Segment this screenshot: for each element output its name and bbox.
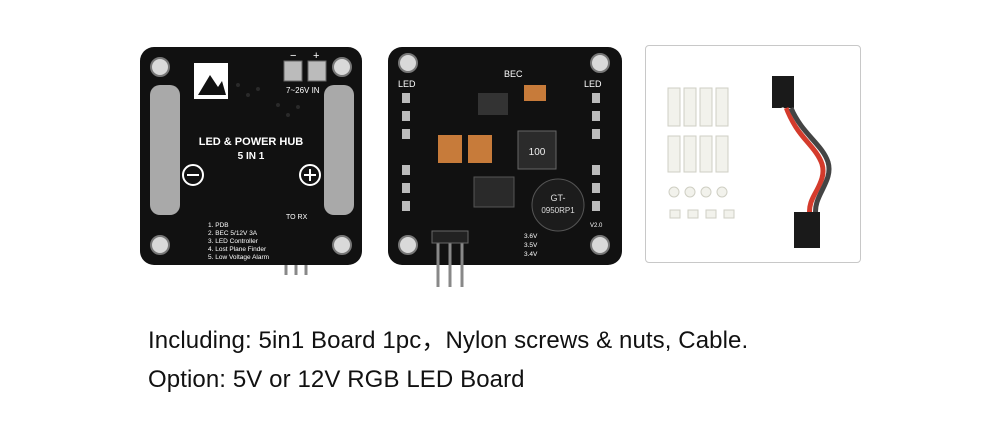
power-hub-back-illustration: − + 7~26V IN LED & POWER HUB 5 IN 1 TO R…: [140, 47, 362, 293]
voltage-option: 3.5V: [524, 242, 538, 249]
minus-mark: −: [290, 50, 296, 62]
version-label: V2.0: [590, 223, 603, 229]
led-left-label: LED: [398, 79, 416, 89]
capacitor: [524, 85, 546, 101]
feature-item: 4. Lost Plane Finder: [208, 246, 267, 253]
buzzer-text: GT-: [551, 193, 566, 203]
feature-item: 5. Low Voltage Alarm: [208, 254, 269, 261]
caption-option: Option: 5V or 12V RGB LED Board: [148, 366, 525, 393]
voltage-options: 3.6V 3.5V 3.4V: [524, 233, 538, 258]
power-hub-front-photo: LED LED BEC 100 GT- 0950RP1 V2.0 3.6V 3.…: [386, 45, 624, 295]
to-rx-label: TO RX: [286, 214, 308, 221]
voltage-option: 3.4V: [524, 251, 538, 258]
battery-pad-left: [150, 85, 180, 215]
feature-item: 2. BEC 5/12V 3A: [208, 230, 258, 237]
header-pins: [284, 265, 308, 293]
battery-pad-right: [324, 85, 354, 215]
inductor: [517, 130, 557, 170]
nylon-screws: [669, 209, 735, 219]
plus-mark: +: [313, 50, 319, 62]
capacitor: [468, 135, 492, 163]
brand-logo-icon: [194, 63, 228, 99]
pcb-back: [140, 47, 362, 265]
hub-title: LED & POWER HUB: [199, 136, 304, 148]
hub-subtitle: 5 IN 1: [238, 151, 265, 162]
led-right-label: LED: [584, 79, 602, 89]
nylon-nuts: [668, 186, 728, 198]
accessories-photo: [645, 45, 861, 263]
buzzer: [531, 178, 585, 232]
plus-circle-icon: [299, 164, 321, 186]
accessories-illustration: [667, 76, 832, 248]
power-hub-back-photo: − + 7~26V IN LED & POWER HUB 5 IN 1 TO R…: [138, 45, 364, 293]
led-pads: [402, 93, 600, 211]
voltage-label: 7~26V IN: [286, 86, 320, 95]
feature-list: 1. PDB 2. BEC 5/12V 3A 3. LED Controller…: [208, 222, 269, 261]
voltage-option: 3.6V: [524, 233, 538, 240]
controller-chip: [473, 176, 515, 208]
mounting-holes: [150, 57, 352, 255]
minus-circle-icon: [182, 164, 204, 186]
servo-cable: [772, 76, 832, 248]
capacitor: [438, 135, 462, 163]
mounting-holes: [398, 53, 610, 255]
feature-item: 1. PDB: [208, 222, 229, 229]
buzzer-text: 0950RP1: [541, 206, 575, 215]
caption-included-items: Including: 5in1 Board 1pc，Nylon screws &…: [148, 327, 749, 354]
nylon-standoffs: [667, 87, 729, 173]
feature-item: 3. LED Controller: [208, 238, 259, 245]
bec-label: BEC: [504, 69, 523, 79]
inductor-code: 100: [529, 147, 546, 158]
power-hub-front-illustration: LED LED BEC 100 GT- 0950RP1 V2.0 3.6V 3.…: [388, 47, 622, 287]
ic-chip: [478, 93, 508, 115]
